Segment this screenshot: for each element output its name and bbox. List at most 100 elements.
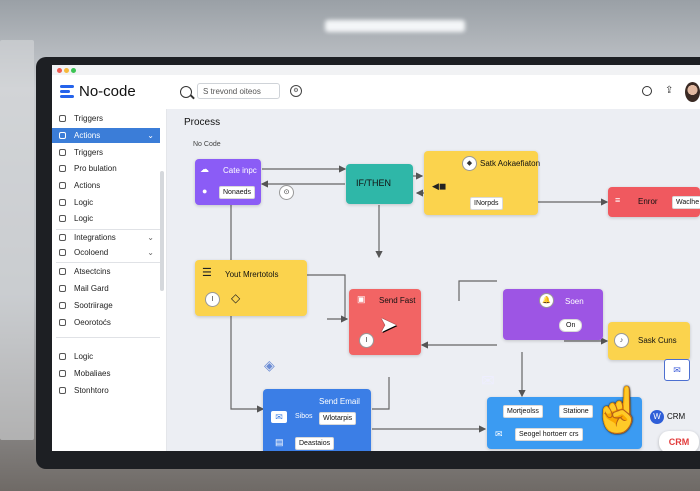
node-crm-text[interactable]: Seogel hortoerr crs <box>515 428 583 441</box>
node-crm-chip1[interactable]: Mortjeolss <box>503 405 543 418</box>
minimize-dot-icon[interactable] <box>64 68 69 73</box>
sidebar-item-ocoloend[interactable]: Ocoloend⌄ <box>52 245 160 260</box>
sidebar-item-mobaliaes[interactable]: Mobaliaes <box>52 366 160 381</box>
chevron-down-icon[interactable]: ⌄ <box>147 233 154 242</box>
node-send-email-title: Send Email <box>319 397 360 406</box>
chevron-down-icon[interactable]: ⌄ <box>147 131 154 140</box>
mail-icon: ✉ <box>271 411 287 423</box>
sidebar-item-sootriirage[interactable]: Sootriirage <box>52 298 160 313</box>
ceiling-light <box>325 20 465 32</box>
crm-badge[interactable]: CRM <box>659 431 699 451</box>
connector-lines <box>230 165 609 433</box>
node-if-then[interactable]: IF/THEN <box>346 164 413 204</box>
node-crm-block[interactable]: Mortjeolss Statione ✉ Seogel hortoerr cr… <box>487 397 642 449</box>
sidebar-item-pro-bulation[interactable]: Pro bulation <box>52 161 160 176</box>
node-send-fast[interactable]: ▣ Send Fast I <box>349 289 421 355</box>
mobile-icon <box>59 370 66 377</box>
app-screen: No-code S trevond oiteos ⚙ ⇪ Triggers Ac… <box>52 65 700 451</box>
background-window <box>0 40 34 440</box>
sidebar-item-logic-3[interactable]: Logic <box>52 349 160 364</box>
node-crm-chip2[interactable]: Statione <box>559 405 593 418</box>
node-if-then-title: IF/THEN <box>356 178 391 188</box>
node-soon-chip[interactable]: On <box>559 319 583 332</box>
node-your-methods[interactable]: ☰ Yout Mrertotols I ◇ <box>195 260 307 316</box>
sidebar-divider <box>56 337 160 338</box>
node-error-title: Enror <box>638 197 658 206</box>
workflow-canvas[interactable]: Process No Code <box>167 109 700 451</box>
node-send-action[interactable]: ◆ Satk Aokaefiaton ◀◼ INorpds <box>424 151 541 215</box>
image-icon: ▣ <box>357 294 366 304</box>
diamond-icon: ◆ <box>462 156 477 171</box>
share-icon[interactable]: ⇪ <box>665 85 674 96</box>
bell-icon: 🔔 <box>539 293 554 308</box>
canvas-title: Process <box>184 117 221 128</box>
integrations-icon <box>59 234 66 241</box>
sidebar-item-oeorotocs[interactable]: Oeorotoćs <box>52 315 160 330</box>
sidebar: Triggers Actions⌄ Triggers Pro bulation … <box>52 109 167 451</box>
chevron-down-icon[interactable]: ⌄ <box>147 248 154 257</box>
sidebar-scrollbar[interactable] <box>160 171 164 291</box>
node-create-input[interactable]: ☁ Cate inpc ● Nonaeds <box>195 159 261 205</box>
sidebar-item-stonhtoro[interactable]: Stonhtoro <box>52 383 160 398</box>
cloud-icon: ☁ <box>200 164 209 174</box>
sidebar-item-logic[interactable]: Logic <box>52 195 160 210</box>
avatar[interactable] <box>685 82 700 102</box>
user-icon: ● <box>202 186 208 196</box>
sections-icon <box>59 268 66 275</box>
node-error-chip[interactable]: Waclhe <box>672 196 700 209</box>
node-your-methods-title: Yout Mrertotols <box>225 270 279 279</box>
sidebar-item-actions[interactable]: Actions⌄ <box>52 128 160 143</box>
node-error[interactable]: ≡ Enror Waclhe <box>608 187 700 217</box>
storage-icon <box>59 302 66 309</box>
node-sask-cons[interactable]: ♪ Sask Cuns <box>608 322 690 360</box>
envelope-decoration-icon: ✉ <box>481 373 495 390</box>
sidebar-item-mail-gard[interactable]: Mail Gard <box>52 281 160 296</box>
sidebar-item-triggers[interactable]: Triggers <box>52 111 160 126</box>
maximize-dot-icon[interactable] <box>71 68 76 73</box>
app-title: No-code <box>79 83 136 100</box>
node-send-action-chip[interactable]: INorpds <box>470 197 503 210</box>
trigger-icon <box>59 149 66 156</box>
node-send-action-title: Satk Aokaefiaton <box>480 159 541 168</box>
sidebar-item-actions-2[interactable]: Actions <box>52 178 160 193</box>
close-dot-icon[interactable] <box>57 68 62 73</box>
settings-icon[interactable]: ⚙ <box>290 85 302 97</box>
database-icon: ☰ <box>202 267 212 279</box>
node-send-email-chip1: Sibos <box>295 413 313 420</box>
crm-logo-icon: W <box>650 410 664 424</box>
node-send-email[interactable]: Send Email ✉ Sibos Wlotarpis ▤ Deastaios <box>263 389 371 451</box>
trigger-icon <box>59 115 66 122</box>
node-soon-title: Soen <box>565 297 584 306</box>
actions-icon <box>59 132 66 139</box>
logic-icon <box>59 353 66 360</box>
mail-icon: ✉ <box>495 429 503 439</box>
bell-icon: ♪ <box>614 333 629 348</box>
stack-icon: ≡ <box>615 195 621 205</box>
operators-icon <box>59 319 66 326</box>
sidebar-divider <box>56 262 160 263</box>
search-icon[interactable] <box>180 86 192 98</box>
sidebar-item-atsectcins[interactable]: Atsectcins <box>52 264 160 279</box>
node-your-methods-circle[interactable]: I <box>205 292 220 307</box>
sidebar-item-triggers-2[interactable]: Triggers <box>52 145 160 160</box>
node-create-input-chip[interactable]: Nonaeds <box>219 186 256 199</box>
search-input[interactable]: S trevond oiteos <box>197 83 280 99</box>
node-send-email-chip3[interactable]: Deastaios <box>295 437 335 450</box>
settings-icon[interactable]: ⊙ <box>279 185 294 200</box>
node-send-email-chip2[interactable]: Wlotarpis <box>319 412 357 425</box>
sidebar-item-integrations[interactable]: Integrations⌄ <box>52 230 160 245</box>
search-icon-right[interactable] <box>642 86 652 96</box>
canvas-subtitle: No Code <box>193 141 221 148</box>
diamond-icon: ◈ <box>264 357 275 373</box>
actions-icon <box>59 182 66 189</box>
sidebar-divider <box>56 229 160 230</box>
sidebar-item-logic-2[interactable]: Logic <box>52 211 160 226</box>
email-icon[interactable]: ✉ <box>664 359 690 381</box>
node-create-input-title: Cate inpc <box>223 166 257 175</box>
node-soon[interactable]: 🔔 Soen On <box>503 289 603 340</box>
store-icon <box>59 387 66 394</box>
connector-send-action-to-soon <box>458 280 497 301</box>
logic-icon <box>59 215 66 222</box>
hand-pointer-icon: ☝ <box>591 386 646 435</box>
node-send-fast-circle[interactable]: I <box>359 333 374 348</box>
